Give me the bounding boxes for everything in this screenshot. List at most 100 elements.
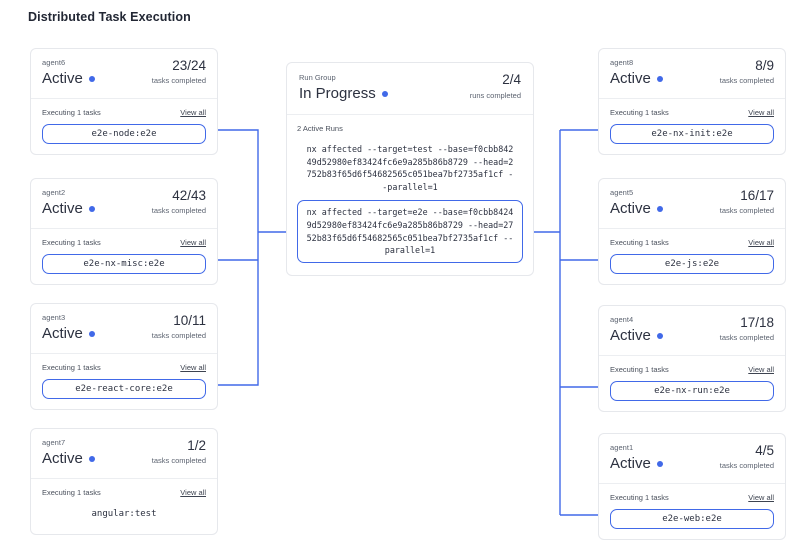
agent-status: Active: [610, 326, 774, 345]
agent-card[interactable]: agent6 Active 23/24 tasks completed Exec…: [30, 48, 218, 155]
task-chip[interactable]: e2e-js:e2e: [610, 254, 774, 274]
agent-card-body: Executing 1 tasks View all e2e-nx-init:e…: [599, 99, 785, 154]
agent-name: agent7: [42, 438, 66, 447]
agent-card-header: agent7 Active 1/2 tasks completed: [31, 429, 217, 479]
task-count: 17/18: [740, 315, 774, 330]
view-all-link[interactable]: View all: [180, 108, 206, 117]
task-chip[interactable]: e2e-node:e2e: [42, 124, 206, 144]
agent-status-label: Active: [42, 325, 83, 342]
view-all-link[interactable]: View all: [180, 488, 206, 497]
view-all-link[interactable]: View all: [180, 363, 206, 372]
agent-name: agent5: [610, 188, 634, 197]
agent-status-label: Active: [42, 200, 83, 217]
executing-label: Executing 1 tasks: [610, 493, 669, 502]
task-chip[interactable]: e2e-react-core:e2e: [42, 379, 206, 399]
agent-status-label: Active: [42, 450, 83, 467]
agent-name: agent8: [610, 58, 634, 67]
agent-status: Active: [610, 69, 774, 88]
agent-status: Active: [42, 449, 206, 468]
agent-card-header: agent2 Active 42/43 tasks completed: [31, 179, 217, 229]
agent-card[interactable]: agent3 Active 10/11 tasks completed Exec…: [30, 303, 218, 410]
agent-card-body: Executing 1 tasks View all e2e-web:e2e: [599, 484, 785, 539]
view-all-link[interactable]: View all: [748, 238, 774, 247]
run-command-highlighted[interactable]: nx affected --target=e2e --base=f0cbb842…: [297, 200, 523, 263]
agent-card-body: Executing 1 tasks View all e2e-node:e2e: [31, 99, 217, 154]
run-group-header: Run Group In Progress 2/4 runs completed: [287, 63, 533, 115]
view-all-link[interactable]: View all: [748, 108, 774, 117]
agent-card-header: agent6 Active 23/24 tasks completed: [31, 49, 217, 99]
agent-card-body: Executing 1 tasks View all angular:test: [31, 479, 217, 534]
executing-label: Executing 1 tasks: [42, 363, 101, 372]
agent-card-body: Executing 1 tasks View all e2e-nx-misc:e…: [31, 229, 217, 284]
executing-row: Executing 1 tasks View all: [42, 238, 206, 247]
task-chip[interactable]: angular:test: [42, 504, 206, 524]
status-dot-icon: [88, 455, 95, 462]
agent-name: agent6: [42, 58, 66, 67]
agent-card-body: Executing 1 tasks View all e2e-nx-run:e2…: [599, 356, 785, 411]
status-dot-icon: [656, 332, 663, 339]
executing-row: Executing 1 tasks View all: [42, 363, 206, 372]
status-dot-icon: [656, 460, 663, 467]
agent-card[interactable]: agent2 Active 42/43 tasks completed Exec…: [30, 178, 218, 285]
run-command[interactable]: nx affected --target=test --base=f0cbb84…: [306, 144, 514, 192]
executing-row: Executing 1 tasks View all: [610, 365, 774, 374]
executing-label: Executing 1 tasks: [610, 365, 669, 374]
status-dot-icon: [88, 75, 95, 82]
agent-status: Active: [610, 454, 774, 473]
active-runs-label: 2 Active Runs: [297, 124, 343, 133]
agent-status: Active: [42, 69, 206, 88]
task-count-label: tasks completed: [151, 331, 206, 340]
run-count: 2/4: [502, 72, 521, 87]
task-chip[interactable]: e2e-nx-init:e2e: [610, 124, 774, 144]
task-count: 10/11: [173, 313, 206, 328]
agent-card[interactable]: agent8 Active 8/9 tasks completed Execut…: [598, 48, 786, 155]
executing-row: Executing 1 tasks View all: [42, 108, 206, 117]
status-dot-icon: [656, 205, 663, 212]
task-count: 42/43: [172, 188, 206, 203]
task-chip[interactable]: e2e-nx-run:e2e: [610, 381, 774, 401]
executing-row: Executing 1 tasks View all: [610, 108, 774, 117]
task-count: 23/24: [172, 58, 206, 73]
executing-row: Executing 1 tasks View all: [42, 488, 206, 497]
task-count: 16/17: [740, 188, 774, 203]
executing-label: Executing 1 tasks: [610, 238, 669, 247]
task-count-label: tasks completed: [151, 76, 206, 85]
agent-name: agent1: [610, 443, 634, 452]
agent-card-body: Executing 1 tasks View all e2e-js:e2e: [599, 229, 785, 284]
task-count-label: tasks completed: [719, 206, 774, 215]
view-all-link[interactable]: View all: [180, 238, 206, 247]
view-all-link[interactable]: View all: [748, 365, 774, 374]
agent-card[interactable]: agent7 Active 1/2 tasks completed Execut…: [30, 428, 218, 535]
agent-name: agent3: [42, 313, 66, 322]
agent-card-header: agent5 Active 16/17 tasks completed: [599, 179, 785, 229]
agent-status-label: Active: [42, 70, 83, 87]
agent-card[interactable]: agent1 Active 4/5 tasks completed Execut…: [598, 433, 786, 540]
agent-card[interactable]: agent5 Active 16/17 tasks completed Exec…: [598, 178, 786, 285]
run-group-title: Run Group: [299, 73, 336, 82]
task-count-label: tasks completed: [151, 206, 206, 215]
agent-status-label: Active: [610, 70, 651, 87]
task-count-label: tasks completed: [719, 461, 774, 470]
agent-status-label: Active: [610, 327, 651, 344]
agent-status: Active: [42, 199, 206, 218]
status-dot-icon: [656, 75, 663, 82]
agent-card[interactable]: agent4 Active 17/18 tasks completed Exec…: [598, 305, 786, 412]
view-all-link[interactable]: View all: [748, 493, 774, 502]
page-title: Distributed Task Execution: [28, 10, 191, 24]
executing-label: Executing 1 tasks: [42, 108, 101, 117]
executing-label: Executing 1 tasks: [42, 238, 101, 247]
agent-card-header: agent1 Active 4/5 tasks completed: [599, 434, 785, 484]
run-group-card[interactable]: Run Group In Progress 2/4 runs completed…: [286, 62, 534, 276]
agent-card-header: agent3 Active 10/11 tasks completed: [31, 304, 217, 354]
task-count: 8/9: [755, 58, 774, 73]
executing-label: Executing 1 tasks: [610, 108, 669, 117]
status-dot-icon: [88, 205, 95, 212]
executing-row: Executing 1 tasks View all: [610, 493, 774, 502]
task-chip[interactable]: e2e-nx-misc:e2e: [42, 254, 206, 274]
task-chip[interactable]: e2e-web:e2e: [610, 509, 774, 529]
run-group-status-label: In Progress: [299, 85, 376, 102]
run-group-status: In Progress: [299, 84, 521, 104]
agent-status: Active: [42, 324, 206, 343]
task-count: 4/5: [755, 443, 774, 458]
agent-card-header: agent8 Active 8/9 tasks completed: [599, 49, 785, 99]
